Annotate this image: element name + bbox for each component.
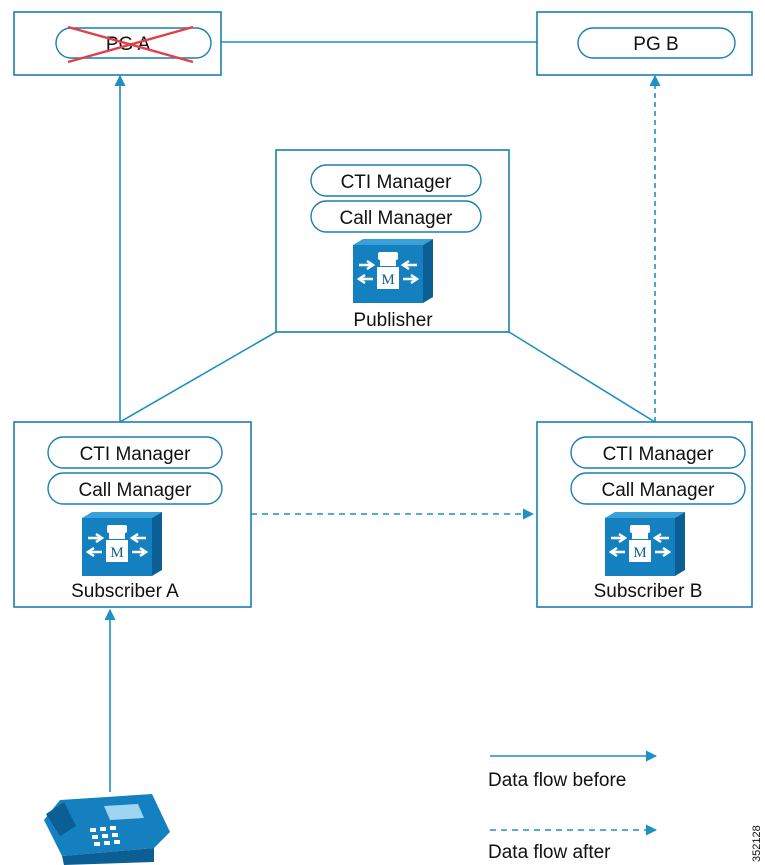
subscriber-b-name: Subscriber B (594, 581, 703, 602)
pg-a-node: PG A (13, 11, 222, 76)
pg-b-pill (577, 27, 736, 59)
subscriber-b-cti-manager-pill (570, 436, 746, 469)
call-manager-server-icon (351, 237, 435, 305)
call-manager-server-icon (603, 510, 687, 578)
pg-b-node: PG B (536, 11, 753, 76)
publisher-call-manager-label: Call Manager (340, 208, 454, 229)
publisher-cti-manager-pill (310, 164, 482, 197)
publisher-node: CTI Manager Call Manager Publisher (275, 149, 510, 333)
subscriber-b-call-manager-label: Call Manager (602, 480, 716, 501)
figure-id: 352128 (751, 825, 763, 862)
legend-after-label: Data flow after (488, 842, 611, 863)
subscriber-a-name: Subscriber A (71, 581, 179, 602)
publisher-name: Publisher (353, 310, 433, 331)
subscriber-a-cti-manager-pill (47, 436, 223, 469)
subscriber-a-cti-manager-label: CTI Manager (80, 444, 192, 465)
link-suba-publisher (119, 331, 277, 423)
subscriber-a-call-manager-label: Call Manager (79, 480, 193, 501)
call-manager-server-icon (80, 510, 164, 578)
subscriber-b-call-manager-pill (570, 472, 746, 505)
subscriber-b-node: CTI Manager Call Manager Subscriber B (536, 421, 753, 608)
publisher-cti-manager-label: CTI Manager (341, 172, 453, 193)
publisher-call-manager-pill (310, 200, 482, 233)
subscriber-a-call-manager-pill (47, 472, 223, 505)
failed-cross-icon (67, 25, 194, 64)
legend: Data flow before Data flow after (488, 750, 658, 863)
subscriber-a-node: CTI Manager Call Manager Subscriber A (13, 421, 252, 608)
link-subb-publisher (508, 331, 656, 423)
pg-b-label: PG B (633, 34, 678, 55)
ip-phone-icon (44, 794, 170, 865)
legend-before-label: Data flow before (488, 770, 626, 791)
subscriber-b-cti-manager-label: CTI Manager (603, 444, 715, 465)
